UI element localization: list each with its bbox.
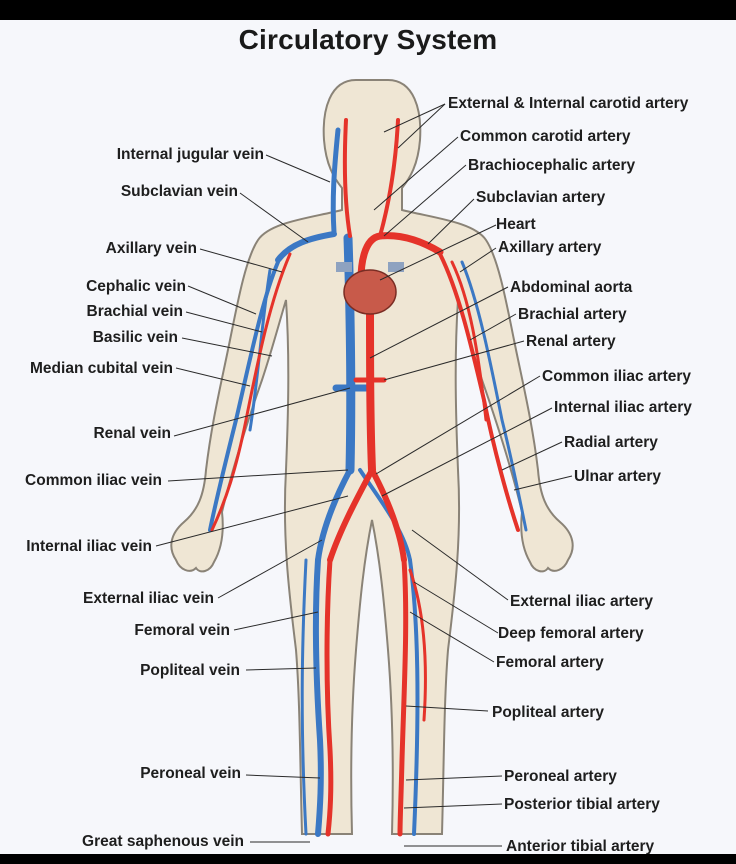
label-external-internal-carotid-artery: External & Internal carotid artery [448, 95, 689, 112]
label-basilic-vein: Basilic vein [93, 329, 178, 346]
iliac-artery-right-line [369, 467, 407, 563]
arm-artery-left-line [210, 252, 292, 532]
iliac-artery-left-line [327, 467, 375, 563]
label-renal-vein: Renal vein [93, 425, 171, 442]
deep-femoral-line [408, 568, 427, 722]
label-axillary-vein: Axillary vein [106, 240, 197, 257]
label-renal-artery: Renal artery [526, 333, 616, 350]
label-external-iliac-vein: External iliac vein [83, 590, 214, 607]
label-femoral-artery: Femoral artery [496, 654, 604, 671]
bottom-black-bar [0, 854, 736, 864]
carotid-artery-left-line [342, 118, 352, 238]
leg-artery-right-line [397, 557, 409, 837]
saphenous-vein-line [300, 558, 308, 836]
subclavian-vein-line [275, 231, 337, 263]
label-great-saphenous-vein: Great saphenous vein [82, 833, 244, 850]
leg-vein-right-line [408, 558, 420, 836]
label-anterior-tibial-artery: Anterior tibial artery [506, 838, 655, 855]
top-black-bar [0, 0, 736, 20]
heart-vessel-right [388, 262, 404, 272]
label-internal-iliac-artery: Internal iliac artery [554, 399, 692, 416]
label-common-iliac-artery: Common iliac artery [542, 368, 691, 385]
heart-body [343, 269, 397, 315]
label-deep-femoral-artery: Deep femoral artery [498, 625, 644, 642]
label-cephalic-vein: Cephalic vein [86, 278, 186, 295]
label-popliteal-vein: Popliteal vein [140, 662, 240, 679]
label-heart: Heart [496, 216, 536, 233]
carotid-artery-right-line [378, 118, 400, 238]
label-axillary-artery: Axillary artery [498, 239, 602, 256]
vein-network [208, 127, 528, 837]
label-common-carotid-artery: Common carotid artery [460, 128, 631, 145]
leader-lines [155, 103, 573, 847]
arm-artery-right-2-line [450, 260, 488, 422]
label-internal-iliac-vein: Internal iliac vein [26, 538, 152, 555]
heart-vessel-left [336, 262, 352, 272]
iliac-vein-left-line [315, 467, 353, 563]
label-abdominal-aorta: Abdominal aorta [510, 279, 633, 296]
label-brachiocephalic-artery: Brachiocephalic artery [468, 157, 636, 174]
label-popliteal-artery: Popliteal artery [492, 704, 604, 721]
aortic-arch-line [357, 232, 444, 304]
label-median-cubital-vein: Median cubital vein [30, 360, 173, 377]
label-subclavian-vein: Subclavian vein [121, 183, 238, 200]
vena-cava-line [343, 233, 356, 475]
left-labels: Internal jugular vein Subclavian vein Ax… [25, 146, 264, 850]
label-femoral-vein: Femoral vein [134, 622, 230, 639]
right-labels: External & Internal carotid artery Commo… [448, 95, 692, 855]
leg-vein-left-line [312, 557, 324, 837]
page-title: Circulatory System [238, 24, 498, 55]
label-common-iliac-vein: Common iliac vein [25, 472, 162, 489]
label-peroneal-artery: Peroneal artery [504, 768, 617, 785]
label-brachial-vein: Brachial vein [87, 303, 184, 320]
heart-illustration [336, 262, 404, 315]
jugular-vein-line [330, 127, 341, 235]
label-radial-artery: Radial artery [564, 434, 658, 451]
leg-artery-left-line [324, 557, 334, 837]
label-peroneal-vein: Peroneal vein [140, 765, 241, 782]
label-ulnar-artery: Ulnar artery [574, 468, 661, 485]
label-brachial-artery: Brachial artery [518, 306, 627, 323]
label-external-iliac-artery: External iliac artery [510, 593, 653, 610]
label-internal-jugular-vein: Internal jugular vein [117, 146, 264, 163]
label-subclavian-artery: Subclavian artery [476, 189, 606, 206]
arm-vein-right-line [460, 260, 528, 532]
label-posterior-tibial-artery: Posterior tibial artery [504, 796, 660, 813]
